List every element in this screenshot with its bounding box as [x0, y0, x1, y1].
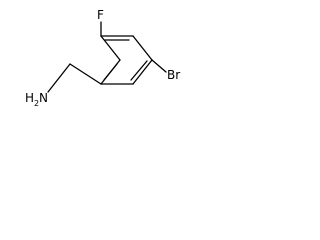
amine-h-count: 2	[34, 99, 39, 108]
bond-ring-to-bromine	[151, 59, 167, 73]
double-bond-c4-c5	[130, 60, 148, 81]
amine-group-label: H 2 N	[25, 91, 48, 108]
amine-h-label: H	[25, 91, 34, 105]
benzene-ring	[100, 35, 153, 85]
bond-ring-to-ch2	[69, 63, 102, 85]
bond-ch2-to-nh2	[47, 63, 71, 93]
fluorine-label: F	[97, 8, 104, 22]
molecule-structure: F Br H 2 N	[25, 8, 180, 108]
bond-c3-c4	[132, 35, 153, 61]
double-bond-c6-c1	[103, 63, 118, 81]
bromine-label: Br	[167, 68, 180, 82]
bond-c4-c5	[132, 59, 153, 85]
amine-n-label: N	[39, 91, 48, 105]
bond-c1-c2	[100, 35, 121, 61]
